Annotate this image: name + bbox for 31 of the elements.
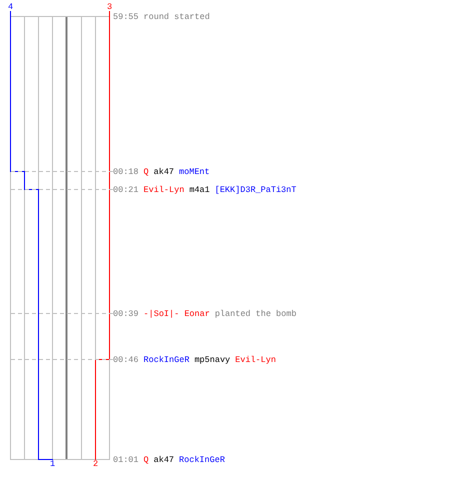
player-name: RockInGeR	[179, 454, 225, 464]
player-count-line	[95, 10, 110, 460]
timestamp: 00:39	[113, 308, 139, 318]
weapon-name: ak47	[154, 166, 174, 176]
event-text: planted the bomb	[214, 308, 296, 318]
player-name: Evil-Lyn	[235, 354, 276, 364]
timestamp: 00:18	[113, 166, 139, 176]
weapon-name: ak47	[154, 454, 174, 464]
player-name: Evil-Lyn	[144, 184, 184, 194]
timestamp: 00:21	[113, 184, 139, 194]
player-name: Q	[144, 166, 149, 176]
player-count-label: 4	[7, 3, 14, 11]
dashed-guide-line	[10, 313, 114, 314]
timestamp: 00:46	[113, 354, 139, 364]
timestamp: 59:55	[113, 12, 139, 22]
player-name: -|SoI|- Eonar	[144, 308, 210, 318]
dashed-guide-line	[10, 171, 114, 172]
event-text: round started	[144, 12, 210, 22]
dashed-guide-line	[10, 189, 114, 190]
dashed-guide-line	[10, 359, 114, 360]
player-name: moMEnt	[179, 166, 210, 176]
player-name: Q	[144, 454, 149, 464]
player-name: [EKK]D3R_PaTi3nT	[214, 184, 296, 194]
weapon-name: m4a1	[189, 184, 210, 194]
player-count-label: 1	[49, 460, 56, 468]
timestamp: 01:01	[113, 454, 139, 464]
player-count-label: 2	[92, 460, 99, 468]
player-count-label: 3	[106, 3, 113, 11]
weapon-name: mp5navy	[194, 354, 230, 364]
player-name: RockInGeR	[144, 354, 190, 364]
player-count-line	[10, 10, 53, 460]
